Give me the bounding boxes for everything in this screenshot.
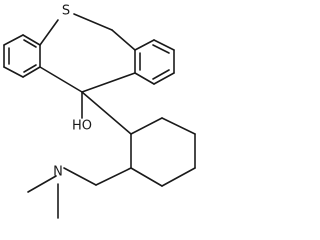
sulfur-atom-label: S (62, 4, 70, 19)
dimethylaminomethyl-chain (27, 167, 132, 219)
cyclohexane-ring (130, 117, 196, 187)
left-benzene-ring (3, 34, 41, 78)
hydroxyl-group-label: HO (72, 119, 92, 134)
atom-labels: S HO N (53, 4, 92, 180)
c-cyclohexyl-bond (81, 91, 132, 135)
thiepine-ring (39, 13, 136, 93)
chemical-structure: S HO N (3, 4, 196, 219)
nitrogen-atom-label: N (53, 165, 63, 180)
right-benzene-ring (134, 39, 175, 85)
bonds (3, 13, 196, 219)
